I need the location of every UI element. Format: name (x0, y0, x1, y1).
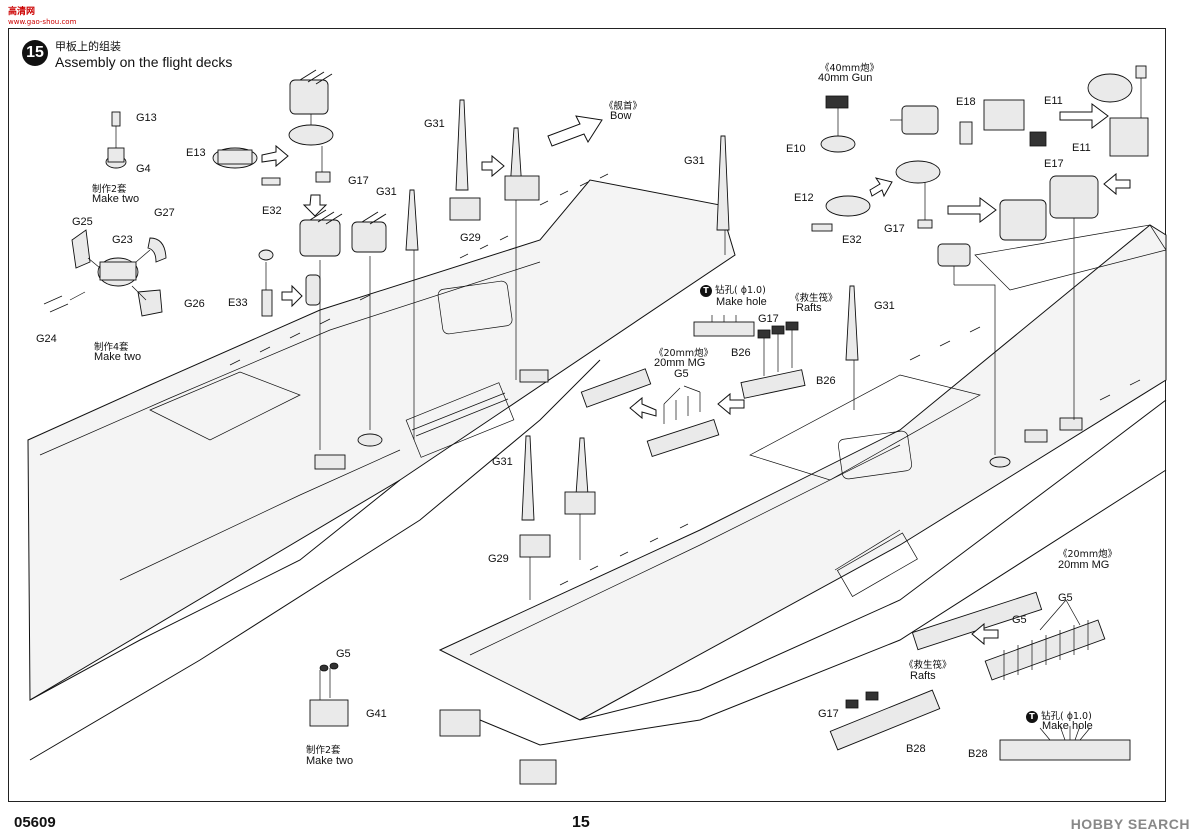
label-e11-b: E11 (1072, 142, 1091, 154)
label-g26: G26 (184, 298, 205, 310)
drill-note-icon: T (1026, 710, 1038, 723)
label-rafts-cn-1: 《救生筏》 (790, 293, 838, 304)
label-g27: G27 (154, 207, 175, 219)
step-title-en: Assembly on the flight decks (55, 54, 233, 70)
label-rafts-1: Rafts (796, 302, 822, 314)
label-bow-cn: 《舰首》 (604, 101, 643, 112)
label-e33: E33 (228, 297, 248, 309)
label-g5-a: G5 (674, 368, 689, 380)
label-drill-1: Make hole (716, 296, 767, 308)
drill-note-icon: T (700, 284, 712, 297)
label-b26-b: B26 (816, 375, 836, 387)
label-g31-d: G31 (874, 300, 895, 312)
part-g31-masts (405, 99, 859, 600)
label-20mm-cn-1: 《20mm炮》 (654, 348, 714, 359)
label-e18: E18 (956, 96, 976, 108)
part-gun-turrets (288, 69, 387, 450)
part-g23-assembly (43, 229, 167, 317)
right-carrier-hull (438, 224, 1167, 785)
label-g31-e: G31 (492, 456, 513, 468)
diagram-frame (8, 28, 1166, 802)
label-g17-bottom: G17 (818, 708, 839, 720)
step-title-cn: 甲板上的组装 (55, 40, 121, 53)
label-make-two-3: Make two (306, 755, 354, 767)
label-e12: E12 (794, 192, 814, 204)
label-g5-d: G5 (1012, 614, 1027, 626)
label-make-two-2: Make two (94, 351, 142, 363)
label-g23: G23 (112, 234, 133, 246)
part-40mm-gun (811, 95, 1047, 455)
label-e32-left: E32 (262, 205, 282, 217)
label-b26-a: B26 (731, 347, 751, 359)
label-e17: E17 (1044, 158, 1064, 170)
label-e32-right: E32 (842, 234, 862, 246)
label-40mm: 40mm Gun (818, 72, 873, 84)
label-g24: G24 (36, 333, 57, 345)
label-bow: Bow (610, 110, 632, 122)
page-number: 15 (572, 814, 590, 831)
part-e11-e18-assembly (959, 65, 1149, 420)
bow-direction-arrow (547, 115, 603, 147)
part-b26-rafts (580, 315, 806, 457)
part-b28-rafts (829, 689, 1131, 761)
label-20mm-1: 20mm MG (654, 357, 706, 369)
label-g31-a: G31 (424, 118, 445, 130)
label-g5-b: G5 (336, 648, 351, 660)
left-carrier-hull (27, 173, 736, 761)
label-rafts-2: Rafts (910, 670, 936, 682)
label-g25: G25 (72, 216, 93, 228)
label-make-two-cn-2: 制作4套 (94, 342, 129, 353)
label-e11-a: E11 (1044, 95, 1063, 107)
label-g5-c: G5 (1058, 592, 1073, 604)
label-g4: G4 (136, 163, 151, 175)
label-b28-a: B28 (906, 743, 926, 755)
step-number-badge: 15 (22, 40, 48, 66)
part-e33 (258, 249, 321, 317)
label-g41: G41 (366, 708, 387, 720)
label-g13: G13 (136, 112, 157, 124)
label-20mm-2: 20mm MG (1058, 559, 1110, 571)
label-make-two-cn-1: 制作2套 (92, 184, 127, 195)
label-g31-b: G31 (376, 186, 397, 198)
label-e10: E10 (786, 143, 806, 155)
label-g29-top: G29 (460, 232, 481, 244)
label-g17-rafts: G17 (758, 313, 779, 325)
label-g17-left: G17 (348, 175, 369, 187)
part-e13-e32 (212, 144, 289, 186)
product-code: 05609 (14, 814, 56, 831)
watermark: HOBBY SEARCH (1070, 816, 1190, 832)
label-b28-b: B28 (968, 748, 988, 760)
label-drill-2: Make hole (1042, 720, 1093, 732)
part-g41-mount (309, 662, 349, 727)
label-g17-right: G17 (884, 223, 905, 235)
label-make-two-cn-3: 制作2套 (306, 745, 341, 756)
label-rafts-cn-2: 《救生筏》 (904, 660, 952, 671)
label-e13: E13 (186, 147, 206, 159)
part-20mm-mg-bottom (911, 591, 1106, 681)
part-g13-g4 (105, 111, 127, 169)
label-g31-c: G31 (684, 155, 705, 167)
label-g29-bottom: G29 (488, 553, 509, 565)
label-20mm-cn-2: 《20mm炮》 (1058, 549, 1118, 560)
label-40mm-cn: 《40mm炮》 (820, 63, 880, 74)
label-make-two-1: Make two (92, 193, 140, 205)
